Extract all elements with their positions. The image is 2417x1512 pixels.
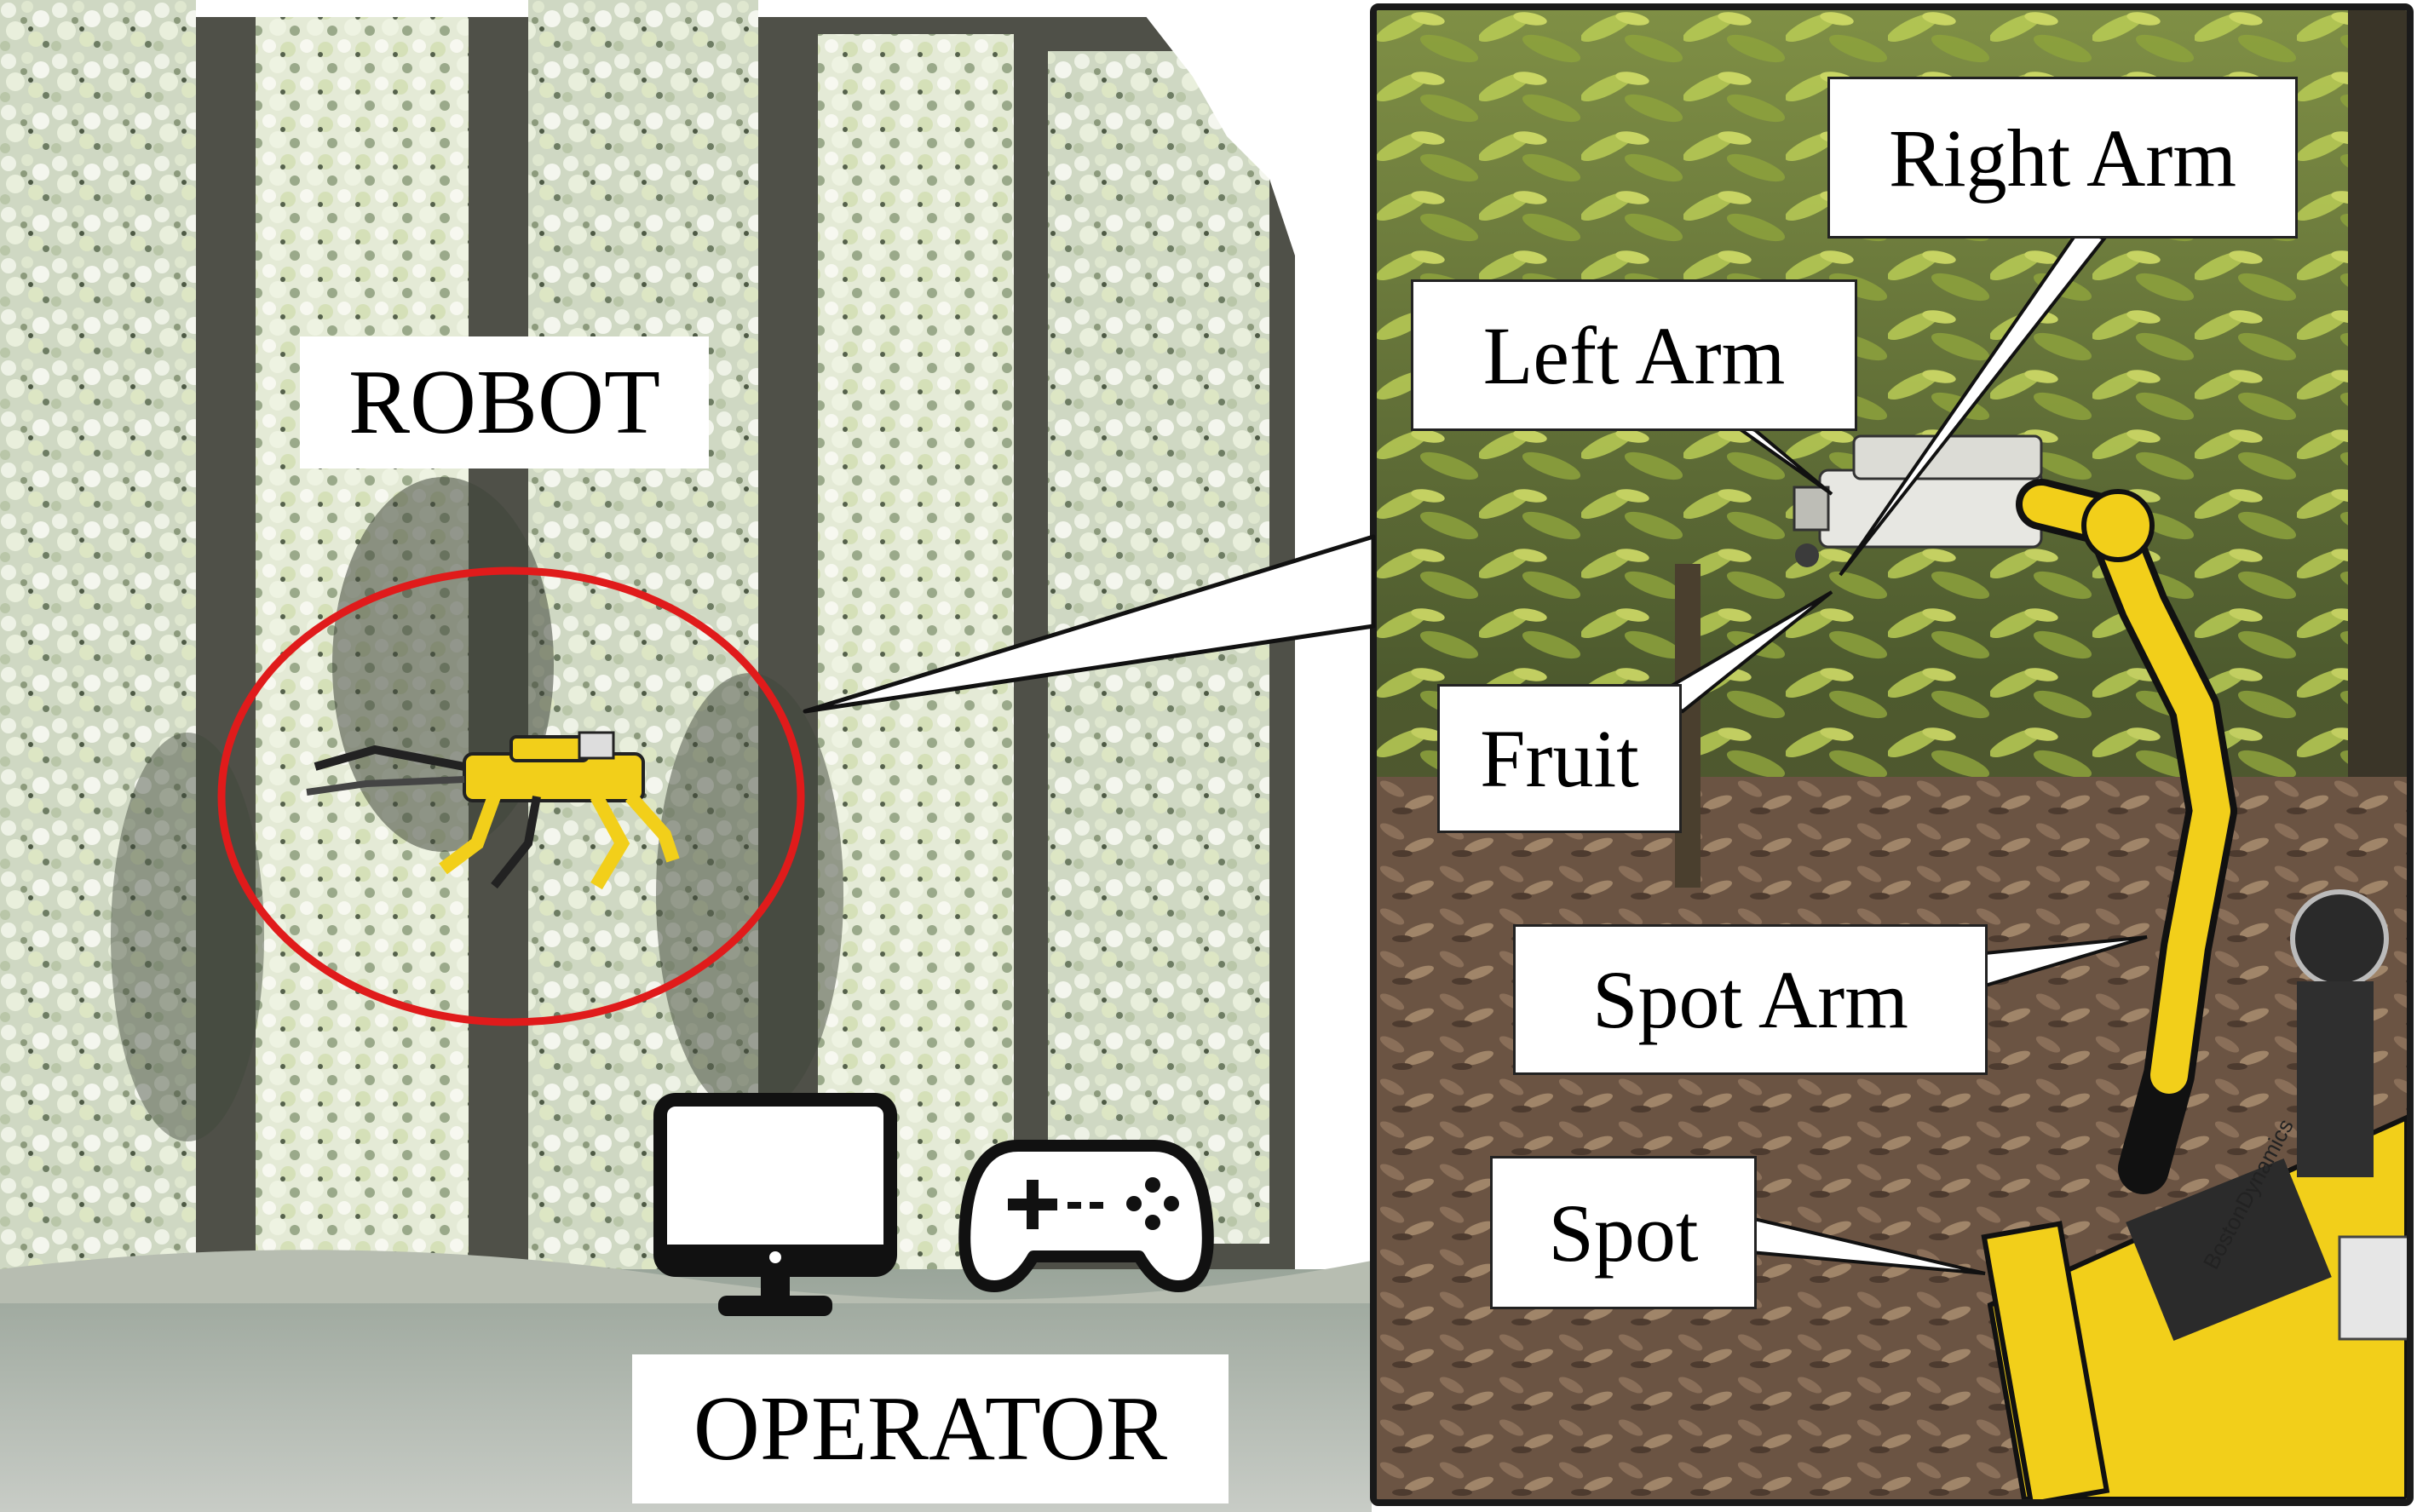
spot-arm-label: Spot Arm: [1513, 924, 1988, 1075]
spot-label: Spot: [1490, 1156, 1757, 1309]
monitor-icon: [652, 1093, 899, 1323]
orchard-pointcloud-view: ROBOT OPERATOR: [0, 0, 1372, 1512]
fruit-label: Fruit: [1437, 684, 1682, 833]
robot-figure: [306, 731, 680, 890]
right-arm-label: Right Arm: [1827, 77, 2298, 239]
gamepad-icon: [958, 1129, 1214, 1299]
robot-highlight-ellipse: [217, 566, 805, 1026]
left-arm-label: Left Arm: [1411, 279, 1857, 431]
robot-label: ROBOT: [300, 336, 709, 469]
operator-label: OPERATOR: [632, 1354, 1229, 1503]
spot-robot-body: BostonDynamics: [1981, 889, 2407, 1499]
